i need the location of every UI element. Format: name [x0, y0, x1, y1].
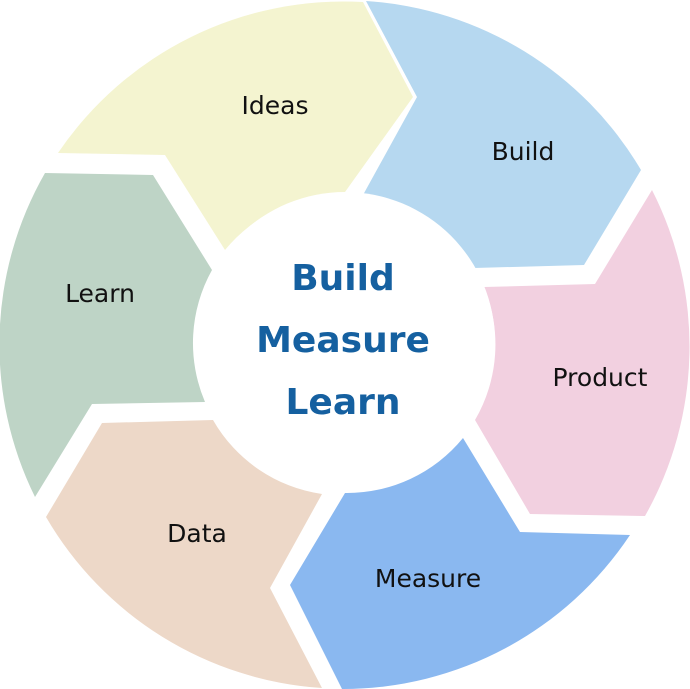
segment-measure: Measure [290, 438, 630, 689]
segment-build-label: Build [492, 137, 555, 166]
segment-learn-label: Learn [65, 279, 135, 308]
segment-data-label: Data [167, 519, 227, 548]
center-title-line-2: Measure [256, 320, 430, 361]
center-circle [195, 192, 495, 492]
segment-learn-shape [0, 173, 212, 497]
segment-product: Product [475, 190, 690, 516]
segment-measure-label: Measure [375, 564, 481, 593]
center-title-line-3: Learn [285, 382, 400, 423]
segment-build: Build [363, 1, 641, 268]
segment-data: Data [46, 420, 322, 688]
segment-learn: Learn [0, 173, 212, 497]
segment-build-shape [363, 1, 641, 268]
segment-measure-shape [290, 438, 630, 689]
segment-product-shape [475, 190, 690, 516]
center-title-line-1: Build [291, 258, 395, 299]
segment-data-shape [46, 420, 322, 688]
segment-product-label: Product [553, 363, 648, 392]
segment-ideas: Ideas [58, 1, 413, 250]
segment-ideas-label: Ideas [242, 91, 309, 120]
segment-ideas-shape [58, 1, 413, 250]
